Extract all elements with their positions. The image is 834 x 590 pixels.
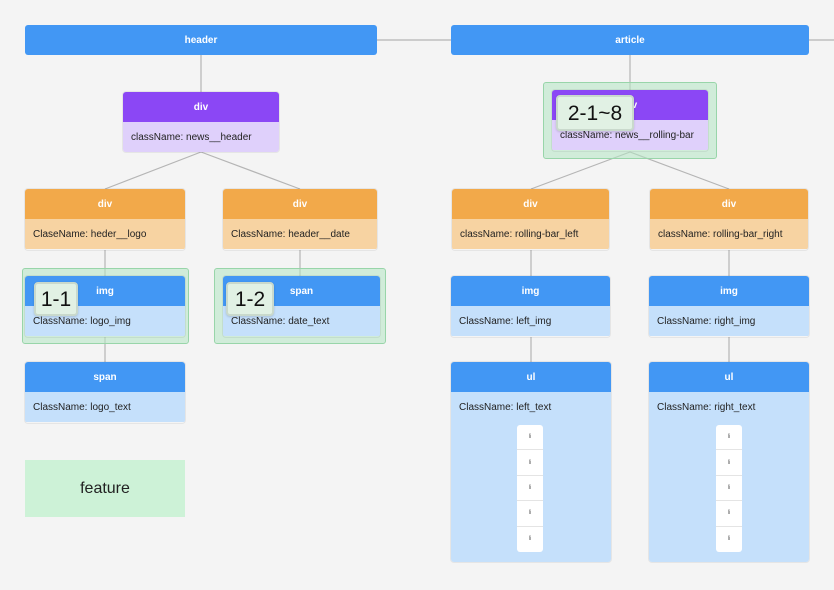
li-item[interactable]: li bbox=[517, 450, 543, 476]
li-item[interactable]: li bbox=[517, 501, 543, 527]
left-ul-node[interactable]: ul ClassName: left_text bbox=[451, 362, 611, 562]
node-tag: div bbox=[650, 189, 808, 219]
li-item[interactable]: li bbox=[727, 536, 731, 543]
node-tag: img bbox=[649, 276, 809, 306]
li-item[interactable]: li bbox=[517, 476, 543, 502]
node-tag: img bbox=[451, 276, 610, 306]
header-date-node[interactable]: div ClassName: header__date bbox=[223, 189, 377, 250]
left-li-list: li li li li li bbox=[517, 425, 543, 552]
node-attr: ClassName: right_img bbox=[649, 306, 809, 336]
feature-legend: feature bbox=[25, 460, 185, 517]
li-item[interactable]: li bbox=[716, 476, 742, 502]
li-item[interactable]: li bbox=[716, 450, 742, 476]
node-tag: div bbox=[223, 189, 377, 219]
rolling-bar-left-node[interactable]: div className: rolling-bar_left bbox=[452, 189, 609, 250]
header-node[interactable]: header bbox=[25, 25, 377, 55]
node-tag: span bbox=[25, 362, 185, 392]
date-text-node[interactable]: span ClassName: date_text bbox=[223, 276, 380, 337]
header-logo-node[interactable]: div ClaseName: heder__logo bbox=[25, 189, 185, 250]
logo-text-node[interactable]: span ClassName: logo_text bbox=[25, 362, 185, 423]
node-tag: div bbox=[123, 92, 279, 122]
li-item[interactable]: li bbox=[517, 425, 543, 451]
node-attr: className: rolling-bar_left bbox=[452, 219, 609, 249]
left-img-node[interactable]: img ClassName: left_img bbox=[451, 276, 610, 337]
badge-1-2: 1-2 bbox=[226, 282, 274, 316]
li-item[interactable]: li bbox=[716, 425, 742, 451]
li-item[interactable]: li bbox=[528, 536, 532, 543]
node-attr: className: rolling-bar_right bbox=[650, 219, 808, 249]
node-attr: ClassName: logo_text bbox=[25, 392, 185, 422]
node-attr: ClassName: header__date bbox=[223, 219, 377, 249]
news-header-node[interactable]: div className: news__header bbox=[123, 92, 279, 152]
li-item[interactable]: li bbox=[716, 501, 742, 527]
node-tag: ul bbox=[649, 362, 809, 392]
article-node[interactable]: article bbox=[451, 25, 809, 55]
node-attr: ClassName: left_img bbox=[451, 306, 610, 336]
right-img-node[interactable]: img ClassName: right_img bbox=[649, 276, 809, 337]
right-li-list: li li li li li bbox=[716, 425, 742, 552]
node-tag: div bbox=[25, 189, 185, 219]
node-attr: className: news__header bbox=[123, 122, 279, 152]
node-attr: ClaseName: heder__logo bbox=[25, 219, 185, 249]
badge-2-1-8: 2-1~8 bbox=[556, 95, 634, 131]
badge-1-1: 1-1 bbox=[34, 282, 78, 316]
rolling-bar-right-node[interactable]: div className: rolling-bar_right bbox=[650, 189, 808, 250]
node-tag: ul bbox=[451, 362, 611, 392]
node-tag: div bbox=[452, 189, 609, 219]
